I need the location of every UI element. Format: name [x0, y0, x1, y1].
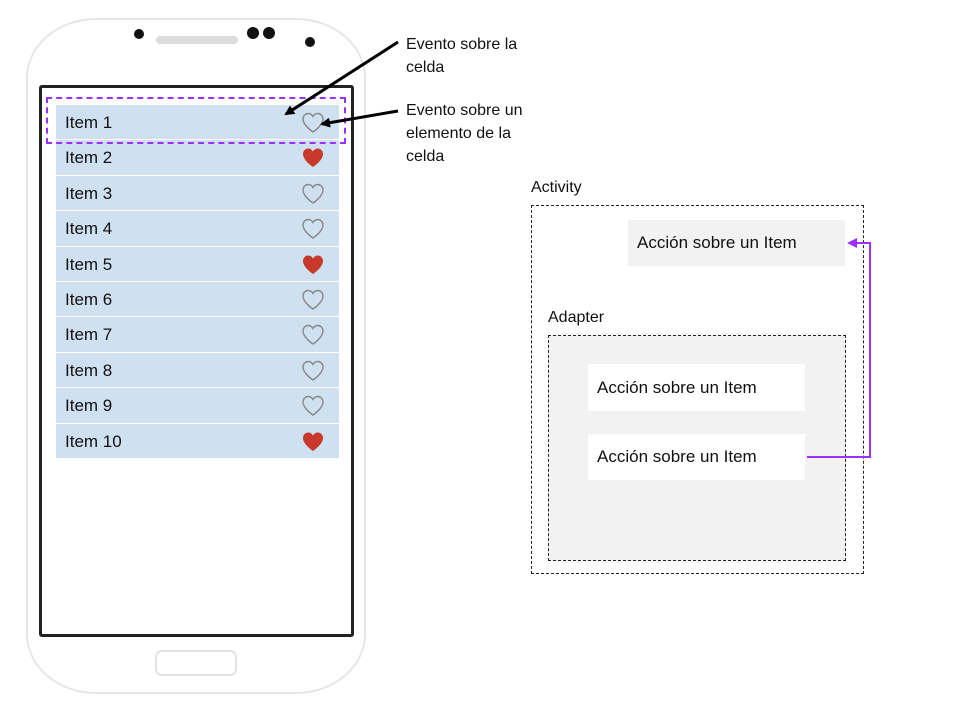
list-item-label: Item 2: [65, 148, 113, 168]
list-item-label: Item 1: [65, 113, 113, 132]
item-list: Item 1 Item 2 Item 3 Item 4 Item 5 Item 6 Item…: [56, 105, 339, 459]
heart-outline-icon[interactable]: [301, 182, 325, 204]
list-item-label: Item 8: [65, 360, 113, 380]
list-item[interactable]: Item 3: [56, 175, 339, 212]
camera-icon: [305, 37, 315, 47]
cell-event-callout: Evento sobre la celda: [406, 33, 517, 79]
activity-action-box: Acción sobre un Item: [628, 220, 845, 266]
home-button[interactable]: [155, 650, 237, 676]
element-event-callout: Evento sobre un elemento de la celda: [406, 99, 523, 168]
heart-filled-icon[interactable]: [301, 253, 325, 275]
list-item-label: Item 4: [65, 219, 113, 239]
list-item[interactable]: Item 10: [56, 423, 339, 459]
list-item-label: Item 6: [65, 289, 113, 309]
callout-line: celda: [406, 148, 445, 165]
callout-line: Evento sobre la: [406, 36, 518, 53]
sensor-icon: [247, 27, 259, 39]
list-item-label: Item 7: [65, 325, 113, 345]
heart-filled-icon[interactable]: [301, 430, 325, 452]
adapter-action-box: Acción sobre un Item: [588, 364, 805, 411]
heart-outline-icon[interactable]: [301, 217, 325, 240]
list-item[interactable]: Item 6: [56, 281, 339, 318]
heart-outline-icon[interactable]: [301, 323, 325, 346]
list-item[interactable]: Item 2: [56, 140, 339, 176]
speaker-grille: [156, 36, 238, 44]
list-item-label: Item 3: [65, 183, 113, 203]
activity-label: Activity: [531, 179, 582, 196]
list-item-label: Item 10: [65, 431, 122, 451]
callout-line: elemento de la: [406, 125, 511, 142]
heart-outline-icon[interactable]: [301, 394, 325, 416]
list-item[interactable]: Item 1: [56, 105, 339, 141]
sensor-icon: [263, 27, 275, 39]
selected-cell-highlight: [46, 97, 346, 144]
list-item[interactable]: Item 4: [56, 211, 339, 247]
heart-outline-icon[interactable]: [301, 288, 325, 310]
list-item[interactable]: Item 9: [56, 388, 339, 424]
list-item[interactable]: Item 8: [56, 352, 339, 389]
front-camera-icon: [134, 29, 144, 39]
adapter-label: Adapter: [548, 309, 605, 326]
list-item-label: Item 5: [65, 254, 113, 274]
adapter-action-box: Acción sobre un Item: [588, 434, 805, 480]
heart-outline-icon[interactable]: [301, 359, 325, 381]
heart-filled-icon[interactable]: [301, 146, 325, 168]
callout-line: celda: [406, 59, 445, 76]
list-item[interactable]: Item 5: [56, 246, 339, 282]
list-item[interactable]: Item 7: [56, 317, 339, 353]
list-item-label: Item 9: [65, 396, 113, 416]
callout-line: Evento sobre un: [406, 102, 523, 119]
